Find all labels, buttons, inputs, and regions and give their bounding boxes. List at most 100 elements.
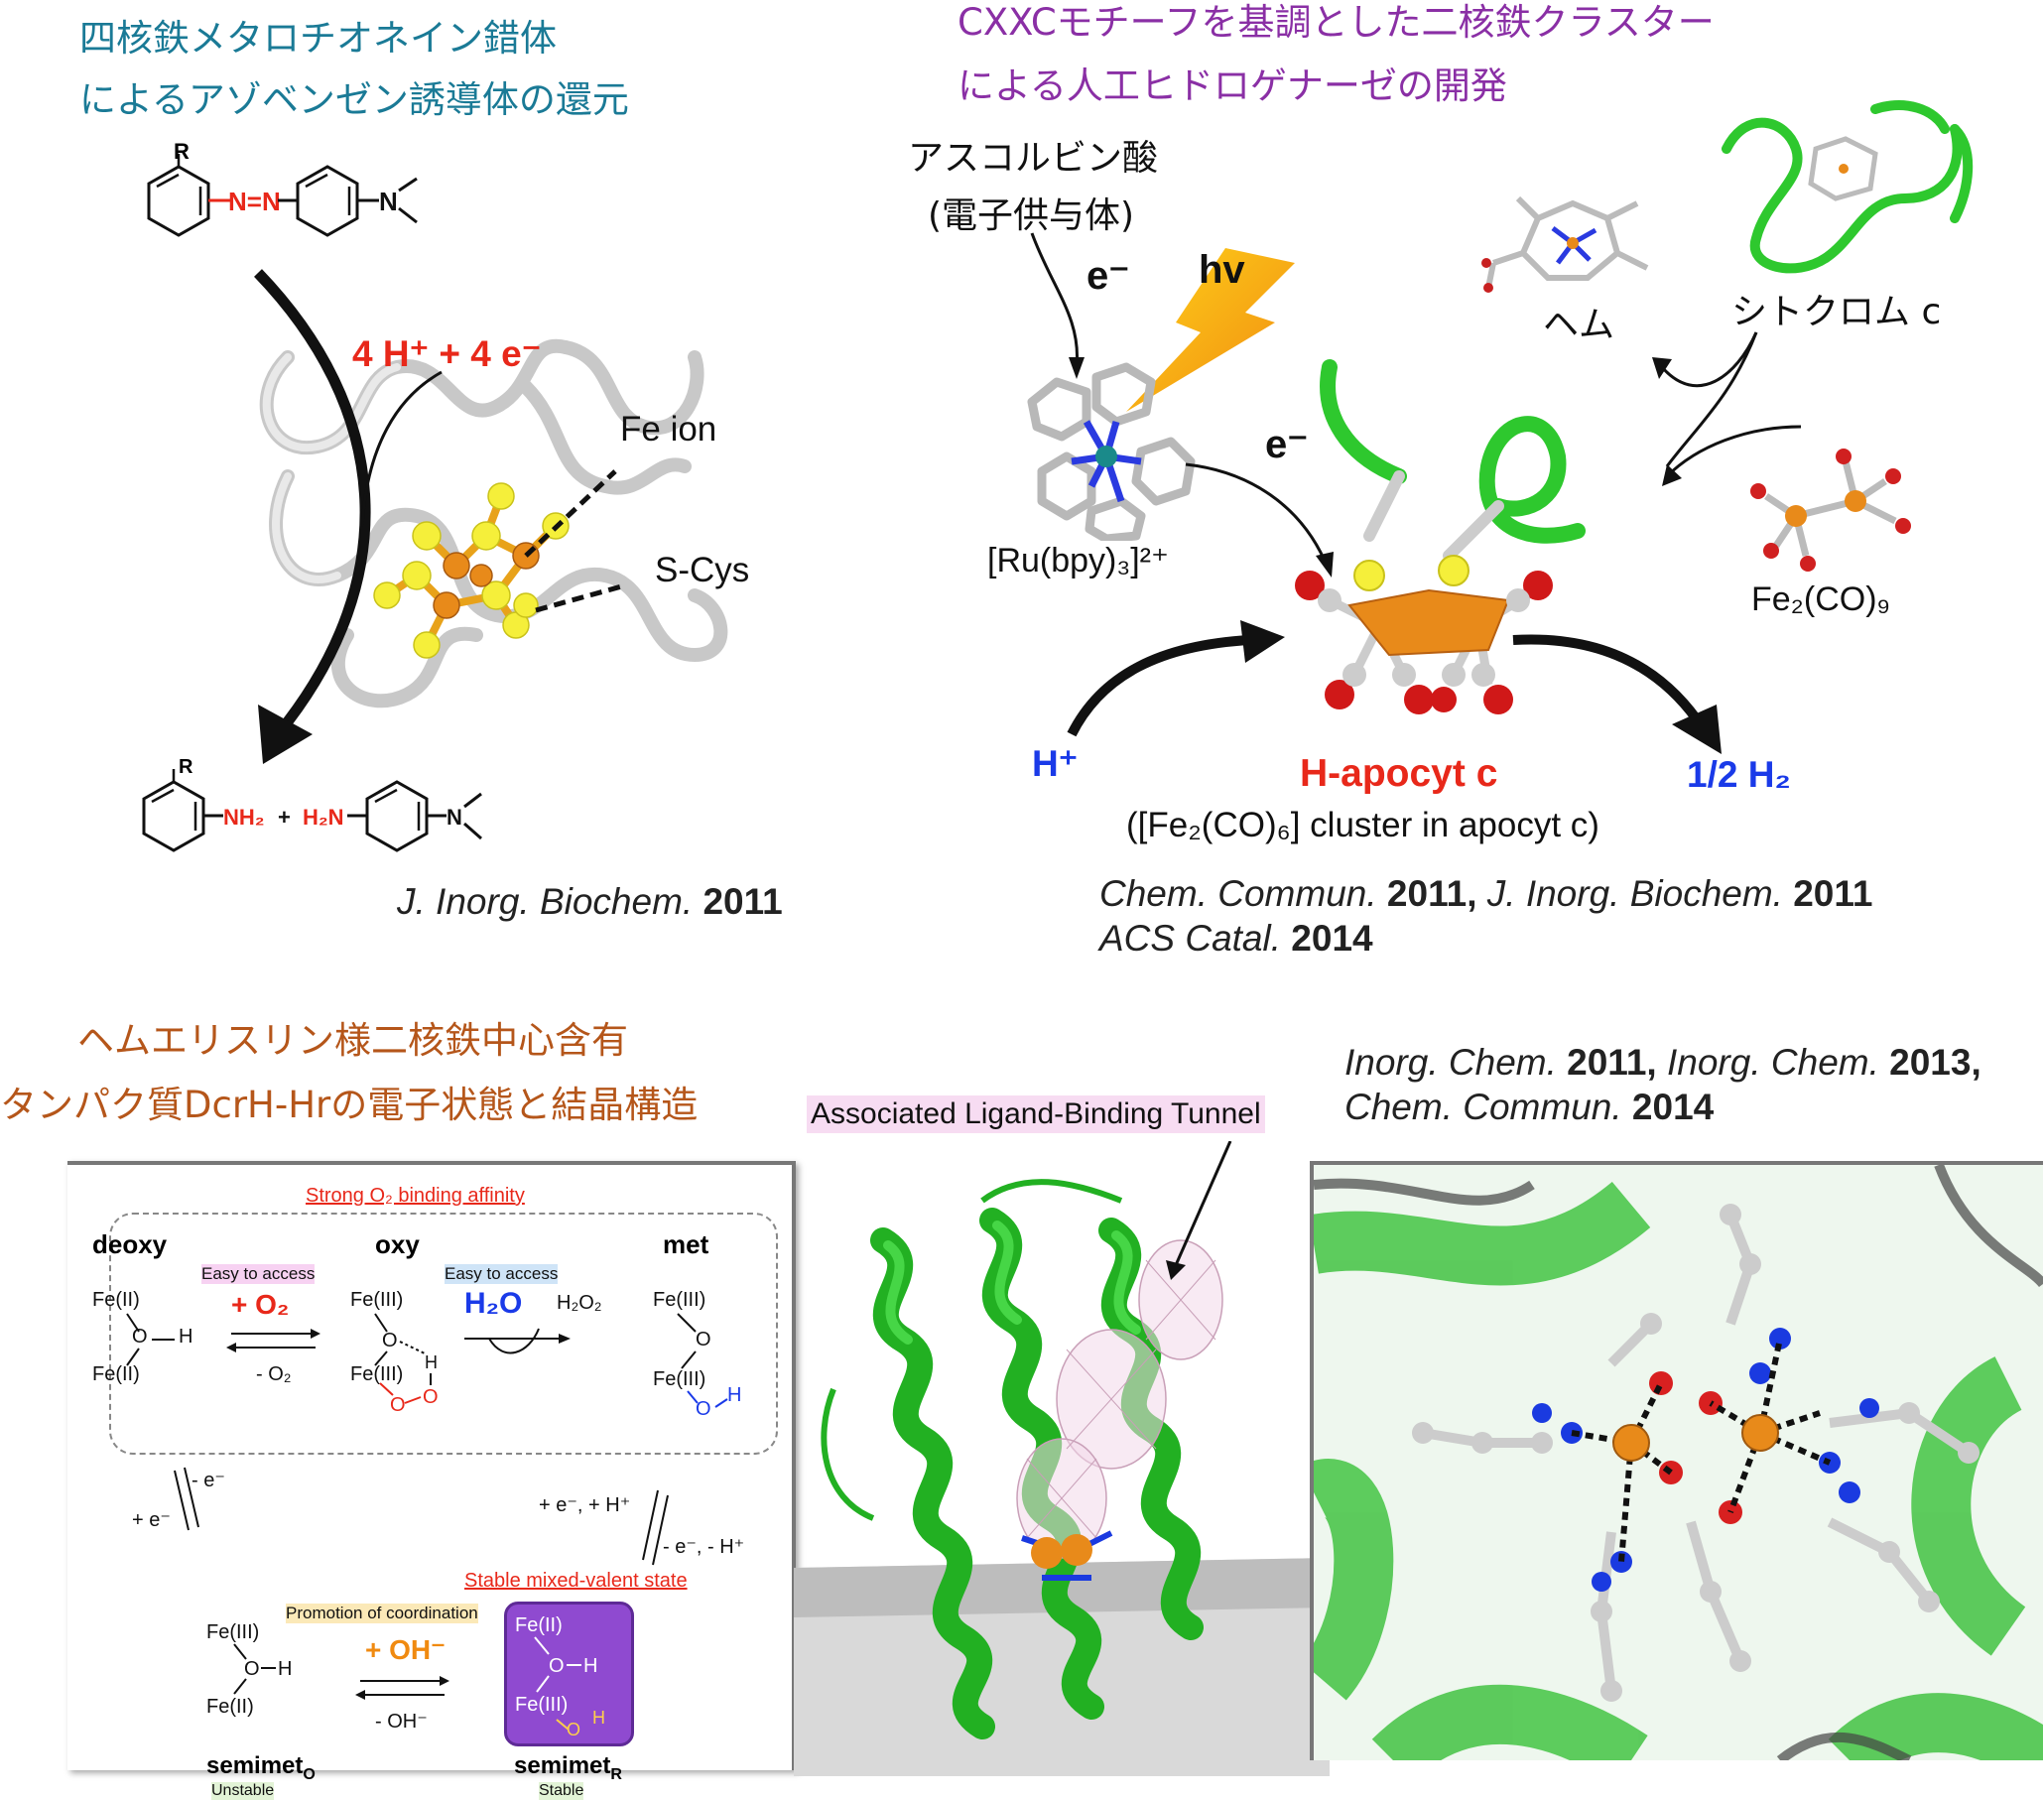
svg-text:O: O [390,1394,406,1416]
easy-access-1: Easy to access [201,1264,316,1284]
h2o-label: H₂O [464,1287,523,1320]
oxy-fe-top: Fe(III) [350,1289,404,1311]
section2-ref2-year: 2011 [1793,873,1873,914]
electron-label-2: e⁻ [1265,423,1309,466]
product-h2n: H₂N [303,805,344,830]
azo-label: N=N [228,187,281,216]
eh-equilibrium-arrows [642,1489,669,1566]
section2-ref3-year: 2014 [1291,918,1373,959]
cytc-label: シトクロム c [1731,292,1942,332]
svg-text:H: H [278,1658,292,1680]
electron-arrow-2 [1185,462,1334,578]
proton-arrow [1067,620,1285,737]
dcrh-hr-structure [794,1141,1330,1776]
svg-text:O: O [382,1330,398,1351]
met-fe-top: Fe(III) [653,1289,706,1311]
unstable-label: Unstable [211,1782,275,1800]
section3-ref3-year: 2014 [1631,1087,1715,1127]
donor-name: アスコルビン酸 [908,138,1159,179]
semimet-o-fe-bottom: Fe(II) [206,1696,254,1718]
minus-e-h: - e⁻, - H⁺ [663,1536,745,1558]
stable-label: Stable [539,1782,584,1800]
section3-ref2-journal: Inorg. Chem. [1667,1042,1879,1083]
svg-text:H: H [727,1384,741,1406]
metallothionein-structure [259,338,728,708]
met-label: met [663,1229,709,1259]
photosensitizer-label: [Ru(bpy)₃]²⁺ [987,542,1169,579]
cytochrome-c-structure [1722,100,1974,274]
plus-e-h: + e⁻, + H⁺ [539,1494,631,1516]
proton-label: H⁺ [1032,743,1079,784]
oxy-bonds: O H O O [374,1313,439,1416]
semimet-o-bonds: O H [233,1643,292,1695]
promotion-label: Promotion of coordination [286,1604,478,1623]
section3-ref1-year: 2011, [1567,1042,1657,1083]
heme-structure [1481,195,1649,293]
deoxy-fe-bottom: Fe(II) [92,1363,140,1385]
section3-reference-1: Inorg. Chem. 2011, Inorg. Chem. 2013, [1344,1042,1981,1084]
section2-ref1-journal: Chem. Commun. [1099,873,1377,914]
svg-text:H: H [583,1655,597,1677]
semimet-r-box: Fe(II) Fe(III) O H O H [504,1602,634,1746]
semimet-o-fe-top: Fe(III) [206,1621,260,1643]
section3-ref2-year: 2013, [1889,1042,1981,1083]
tunnel-label: Associated Ligand-Binding Tunnel [807,1095,1265,1133]
product-N: N [447,805,462,830]
product-nh2: NH₂ [223,805,265,830]
active-site-panel [1310,1161,2043,1760]
section2-reference-2: ACS Catal. 2014 [1099,918,1373,960]
semimet-r-fe-bottom: Fe(III) [515,1694,569,1716]
scheme-panel: Strong O₂ binding affinity deoxy oxy met… [67,1161,796,1800]
deoxy-label: deoxy [92,1229,168,1259]
section3-ref1-journal: Inorg. Chem. [1344,1042,1557,1083]
section2-title-line1: CXXCモチーフを基調とした二核鉄クラスター [958,1,1715,44]
easy-access-2: Easy to access [445,1264,559,1284]
section2-title-line2: による人工ヒドロゲナーゼの開発 [958,64,1507,107]
section3-title-line2: タンパク質DcrH-Hrの電子状態と結晶構造 [0,1084,699,1126]
svg-text:H: H [425,1352,438,1372]
plus-o2: + O₂ [231,1289,290,1320]
svg-text:O: O [696,1398,711,1420]
oxy-label: oxy [375,1229,420,1259]
met-o: O [696,1329,711,1350]
fe2co9-structure [1750,449,1911,572]
active-site-structure [1314,1165,2043,1760]
lightning-icon [1126,248,1295,412]
product-plus: + [278,805,291,830]
azobenzene-structure: N=N N [147,154,418,237]
o2-equilibrium-arrows [226,1329,320,1352]
svg-text:O: O [244,1658,260,1680]
cytc-arrows [1652,331,1802,486]
ru-bpy-structure [1027,362,1196,541]
deoxy-fe-top: Fe(II) [92,1289,140,1311]
semimet-r-fe-top: Fe(II) [515,1614,563,1636]
product-R: R [179,756,193,778]
stable-mixed-label: Stable mixed-valent state [464,1570,688,1592]
section2-ref1-year: 2011, [1386,873,1477,914]
hydrogen-arrow [1512,634,1722,754]
deoxy-o: O [132,1326,148,1348]
semimet-r-label: semimetR [514,1752,622,1784]
semimet-r-bonds: O H O H [534,1636,605,1739]
section2-reference-1: Chem. Commun. 2011, J. Inorg. Biochem. 2… [1099,873,1873,915]
e-equilibrium-arrows [174,1467,199,1531]
deoxy-h: H [179,1326,193,1348]
apocyt-cluster-structure [1295,359,1586,714]
substituent-R: R [174,139,190,164]
svg-text:O: O [567,1720,580,1739]
electron-arrow-1 [1030,232,1085,379]
scys-label: S-Cys [655,551,750,589]
section2-ref3-journal: ACS Catal. [1099,918,1282,959]
h2o-arrow [464,1328,571,1354]
plus-e: + e⁻ [132,1509,171,1531]
minus-o2: - O₂ [256,1363,292,1385]
product-structures: NH₂ + H₂N N [142,769,482,852]
amine-N: N [379,187,398,216]
reagent-arrow [360,370,443,527]
met-bonds: O H [677,1313,741,1420]
svg-text:H: H [592,1708,605,1728]
strong-binding-label: Strong O₂ binding affinity [306,1185,525,1207]
h2-label: 1/2 H₂ [1687,754,1791,795]
semimet-o-label: semimetO [206,1752,316,1784]
semimet-r-text: semimet [514,1752,611,1779]
